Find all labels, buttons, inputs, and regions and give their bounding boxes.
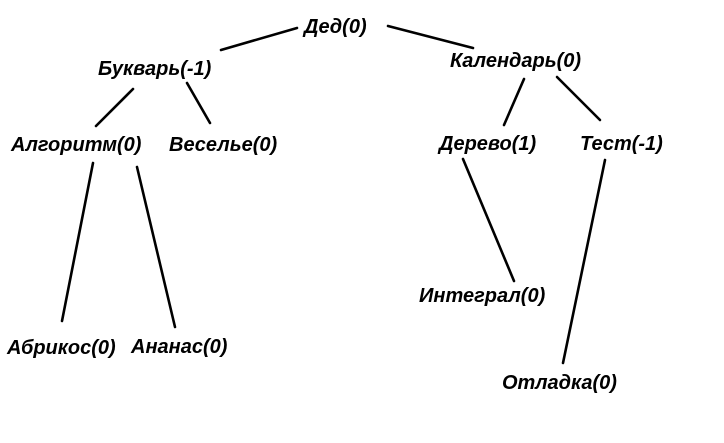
edge-kalendar-derevo bbox=[502, 77, 526, 127]
edge-test-otladka bbox=[561, 158, 607, 365]
node-derevo: Дерево(1) bbox=[437, 133, 536, 155]
edge-bukvar-vesele bbox=[185, 81, 212, 125]
node-abrikos: Абрикос(0) bbox=[6, 337, 116, 359]
node-root: Дед(0) bbox=[302, 16, 367, 38]
edge-derevo-integral bbox=[461, 157, 516, 283]
edge-root-kalendar bbox=[386, 24, 475, 50]
node-ananas: Ананас(0) bbox=[130, 336, 228, 358]
node-bukvar: Букварь(-1) bbox=[98, 58, 212, 80]
edge-bukvar-algoritm bbox=[94, 87, 135, 128]
node-kalendar: Календарь(0) bbox=[450, 50, 581, 72]
edge-root-bukvar bbox=[219, 26, 299, 52]
node-vesele: Веселье(0) bbox=[169, 134, 278, 156]
node-integral: Интеграл(0) bbox=[419, 285, 546, 307]
edge-algoritm-ananas bbox=[135, 165, 177, 329]
edge-algoritm-abrikos bbox=[60, 161, 95, 323]
node-otladka: Отладка(0) bbox=[502, 372, 617, 394]
node-test: Тест(-1) bbox=[580, 133, 663, 155]
edge-kalendar-test bbox=[555, 75, 602, 122]
node-algoritm: Алгоритм(0) bbox=[10, 134, 142, 156]
